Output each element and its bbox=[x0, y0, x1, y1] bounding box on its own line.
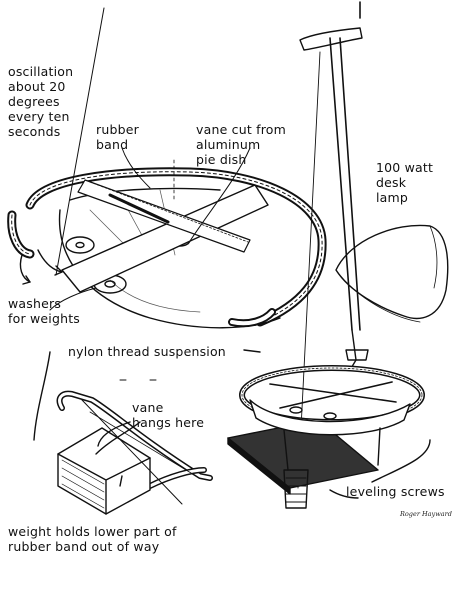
stand-assembly bbox=[227, 365, 431, 509]
label-weight-note: weight holds lower part of rubber band o… bbox=[8, 524, 177, 554]
inset-detail bbox=[56, 379, 213, 515]
dish-assembly-top bbox=[7, 7, 327, 329]
label-vane-hangs: vane hangs here bbox=[132, 400, 205, 430]
lamp-clamp bbox=[299, 27, 363, 51]
label-lamp: 100 watt desk lamp bbox=[376, 160, 434, 205]
suspension-thread bbox=[55, 7, 105, 276]
weight-block bbox=[57, 427, 151, 515]
artist-signature: Roger Hayward bbox=[400, 510, 452, 518]
label-rubber-band: rubber band bbox=[96, 122, 139, 152]
label-washers: washers for weights bbox=[8, 296, 81, 326]
lamp-shade bbox=[335, 224, 449, 320]
thread-leader bbox=[33, 349, 261, 441]
label-oscillation: oscillation about 20 degrees every ten s… bbox=[8, 64, 74, 139]
label-leveling-screws: leveling screws bbox=[346, 484, 445, 499]
label-vane-cut: vane cut from aluminum pie dish bbox=[196, 122, 287, 167]
washer-1 bbox=[65, 236, 95, 254]
leveling-screw bbox=[283, 469, 309, 509]
oscillation-arrows bbox=[19, 249, 63, 285]
leader-lines bbox=[49, 147, 251, 311]
label-nylon-thread: nylon thread suspension bbox=[68, 344, 226, 359]
